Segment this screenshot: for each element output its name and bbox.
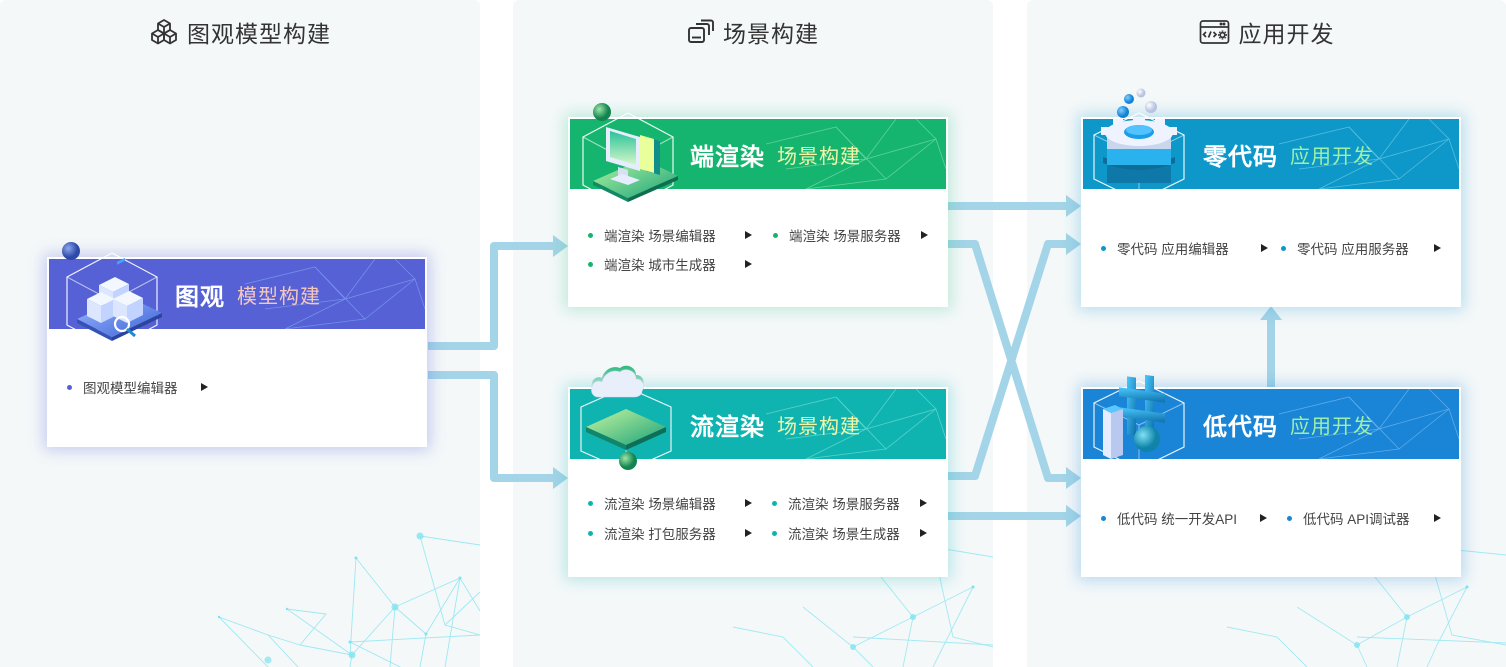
bullet-dot: [588, 530, 593, 536]
column-header-model: 图观模型构建: [0, 14, 480, 50]
card-subtitle: 应用开发: [1290, 145, 1374, 168]
boxes-magnifier-icon: [62, 242, 162, 350]
card-low-code: 低代码 应用开发 低代码 统一开发API 低代码 API调试器: [1081, 374, 1461, 577]
card-liu-render: 流渲染 场景构建 流渲染 场景编辑器 流渲染 场景服务器: [568, 365, 948, 577]
bullet-dot: [1101, 245, 1106, 251]
card-title: 零代码: [1203, 143, 1278, 171]
bullet-dot: [588, 232, 593, 238]
column-header-app: 应用开发: [1027, 14, 1506, 50]
play-arrow-icon: [201, 383, 208, 391]
item-label: 端渲染 城市生成器: [604, 258, 716, 273]
menu-item-liu-scene-generator[interactable]: 流渲染 场景生成器: [772, 523, 927, 543]
item-label: 低代码 API调试器: [1303, 512, 1410, 527]
network-lines-decoration: [765, 389, 946, 459]
card-title: 端渲染: [690, 143, 765, 171]
network-lines-decoration: [1278, 119, 1459, 189]
monitor-icon: [582, 103, 678, 210]
card-subtitle: 场景构建: [777, 145, 861, 168]
item-label: 零代码 应用编辑器: [1117, 242, 1229, 257]
item-label: 端渲染 场景服务器: [789, 229, 901, 244]
bullet-dot: [67, 384, 72, 390]
cloud-platform-icon: [580, 365, 672, 472]
network-lines-decoration: [765, 119, 946, 189]
play-arrow-icon: [1434, 514, 1441, 522]
item-label: 流渲染 打包服务器: [604, 527, 716, 542]
network-lines-decoration: [1278, 389, 1459, 459]
card-title: 流渲染: [690, 413, 765, 441]
bullet-dot: [1281, 245, 1286, 251]
item-label: 流渲染 场景生成器: [788, 527, 900, 542]
column-title: 图观模型构建: [187, 21, 331, 47]
menu-item-duan-city-generator[interactable]: 端渲染 城市生成器: [588, 254, 752, 274]
menu-item-zero-app-editor[interactable]: 零代码 应用编辑器: [1101, 238, 1268, 258]
layered-windows-icon: [688, 19, 714, 43]
card-duan-render: 端渲染 场景构建 端渲染 场景编辑器 端渲染 场景服务器: [568, 103, 948, 307]
column-header-scene: 场景构建: [513, 14, 993, 50]
play-arrow-icon: [745, 529, 752, 537]
network-lines-decoration: [244, 259, 425, 329]
item-label: 低代码 统一开发API: [1117, 512, 1238, 527]
card-subtitle: 场景构建: [777, 415, 861, 438]
menu-item-liu-scene-server[interactable]: 流渲染 场景服务器: [772, 493, 927, 513]
bullet-dot: [772, 500, 777, 506]
play-arrow-icon: [920, 499, 927, 507]
bullet-dot: [773, 232, 778, 238]
menu-item-low-api-debugger[interactable]: 低代码 API调试器: [1287, 508, 1441, 528]
play-arrow-icon: [745, 499, 752, 507]
menu-item-liu-scene-editor[interactable]: 流渲染 场景编辑器: [588, 493, 752, 513]
play-arrow-icon: [1260, 514, 1267, 522]
code-settings-window-icon: [1199, 20, 1229, 44]
gear-stack-icon: [1093, 88, 1185, 198]
column-title: 应用开发: [1238, 21, 1335, 47]
bullet-dot: [588, 500, 593, 506]
item-label: 流渲染 场景服务器: [788, 497, 900, 512]
menu-item-zero-app-server[interactable]: 零代码 应用服务器: [1281, 238, 1441, 258]
play-arrow-icon: [920, 529, 927, 537]
bullet-dot: [772, 530, 777, 536]
card-title: 图观: [175, 283, 225, 311]
play-arrow-icon: [745, 231, 752, 239]
item-label: 端渲染 场景编辑器: [604, 229, 716, 244]
play-arrow-icon: [745, 260, 752, 268]
network-pattern-decoration: [217, 532, 480, 667]
item-label: 流渲染 场景编辑器: [604, 497, 716, 512]
item-label: 零代码 应用服务器: [1297, 242, 1409, 257]
menu-item-liu-package-server[interactable]: 流渲染 打包服务器: [588, 523, 752, 543]
menu-item-duan-scene-editor[interactable]: 端渲染 场景编辑器: [588, 225, 752, 245]
play-arrow-icon: [1434, 244, 1441, 252]
item-label: 图观模型编辑器: [83, 381, 178, 396]
bullet-dot: [1101, 515, 1106, 521]
menu-item-duan-scene-server[interactable]: 端渲染 场景服务器: [773, 225, 928, 245]
column-title: 场景构建: [723, 21, 819, 47]
card-subtitle: 模型构建: [237, 285, 321, 308]
cubes-icon: [151, 19, 177, 45]
menu-item-low-unified-api[interactable]: 低代码 统一开发API: [1101, 508, 1267, 528]
menu-item-tuguan-model-editor[interactable]: 图观模型编辑器: [67, 377, 208, 397]
play-arrow-icon: [1261, 244, 1268, 252]
card-tuguan: 图观 模型构建 图观模型编辑器: [47, 242, 427, 447]
card-zero-code: 零代码 应用开发 零代码 应用编辑器: [1081, 88, 1461, 307]
card-title: 低代码: [1203, 413, 1278, 441]
play-arrow-icon: [921, 231, 928, 239]
card-subtitle: 应用开发: [1290, 415, 1374, 438]
bullet-dot: [1287, 515, 1292, 521]
hash-block-icon: [1093, 374, 1185, 467]
bullet-dot: [588, 261, 593, 267]
